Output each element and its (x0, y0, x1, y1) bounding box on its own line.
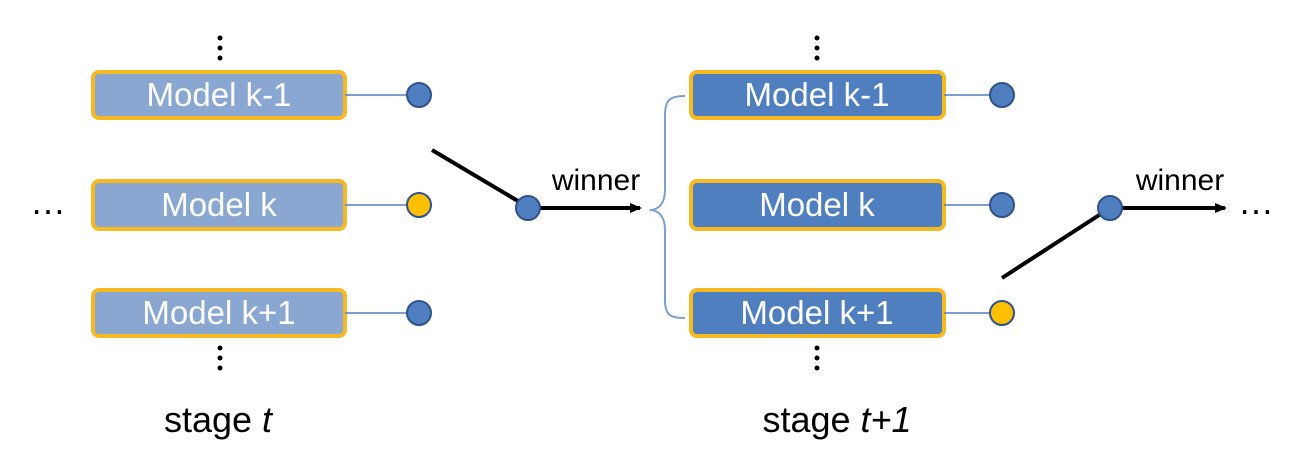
stage-t-output-node (406, 300, 432, 326)
stage-t-model-label: Model k+1 (142, 294, 295, 331)
stage-t-output-node (406, 82, 432, 108)
switch-node-2 (1097, 195, 1123, 221)
stage-t1-label: stage t+1 (762, 399, 911, 440)
stage-t-label: stage t (164, 399, 274, 440)
stage-t1-model-k: Model k (689, 179, 946, 231)
stage-t-model-k-minus-1: Model k-1 (91, 70, 347, 120)
stage-t1-output-node (989, 192, 1015, 218)
winner-label-2: winner (1135, 164, 1224, 197)
brace-icon (649, 95, 686, 319)
stage-t-model-label: Model k (161, 186, 277, 223)
stage-t-model-label: Model k-1 (147, 76, 292, 113)
right-ellipsis: … (1238, 181, 1274, 222)
stage-t1-label-var: t+1 (861, 399, 912, 440)
stage-t1-model-label: Model k+1 (740, 294, 893, 331)
stage-t1-model-k-plus-1: Model k+1 (689, 288, 946, 338)
stage-t-label-prefix: stage (164, 399, 262, 440)
stage-t1-label-prefix: stage (762, 399, 860, 440)
stage-t1-model-label: Model k-1 (745, 76, 890, 113)
stage-t-vertical-dots-top (217, 35, 223, 61)
winner-label-1: winner (551, 164, 640, 197)
stage-t1-model-k-minus-1: Model k-1 (689, 70, 946, 120)
stage-t1-vertical-dots-bottom (814, 345, 820, 371)
stage-t-model-k-plus-1: Model k+1 (91, 288, 347, 338)
left-ellipsis: … (30, 181, 66, 222)
stage-t1-winner-node (989, 300, 1015, 326)
switch-node-1 (515, 195, 541, 221)
stage-t-label-var: t (262, 399, 274, 440)
stage-t1-model-label: Model k (759, 186, 875, 223)
switch-lever-1 (430, 148, 530, 209)
stage-t1-vertical-dots-top (814, 35, 820, 61)
stage-t-model-k: Model k (91, 179, 347, 231)
stage-t-winner-node (406, 192, 432, 218)
stage-t-vertical-dots-bottom (217, 345, 223, 371)
stage-t1-output-node (989, 82, 1015, 108)
switch-lever-2 (1000, 206, 1112, 280)
